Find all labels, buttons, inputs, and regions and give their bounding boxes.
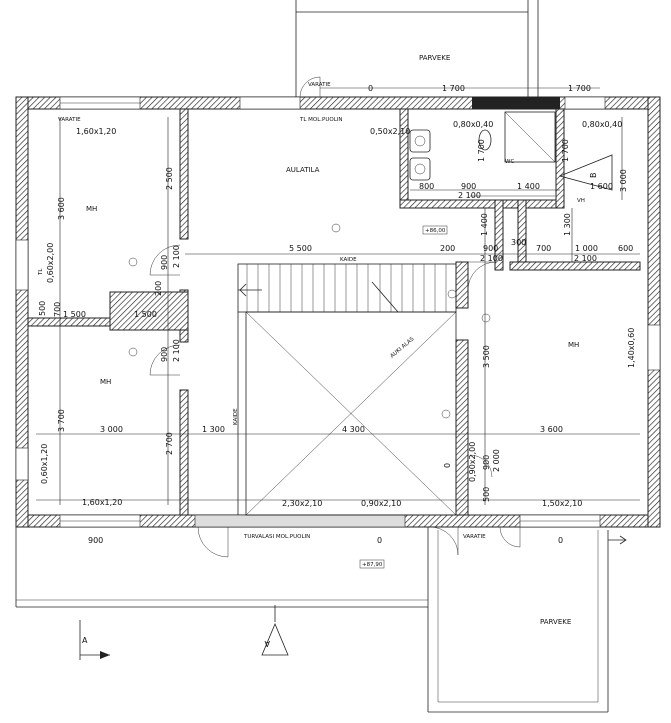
dim-1000: 1 000 bbox=[575, 244, 598, 253]
section-a-right: A bbox=[264, 639, 270, 648]
dim-2500: 2 500 bbox=[165, 167, 174, 190]
dim-2100-d: 2 100 bbox=[458, 191, 481, 200]
dim-4300: 4 300 bbox=[342, 425, 365, 434]
window-w3: 0,80x0,40 bbox=[453, 120, 493, 129]
balcony-bottom-label: PARVEKE bbox=[540, 618, 571, 626]
note-vh: VH bbox=[577, 198, 585, 204]
section-a-left: A bbox=[82, 636, 88, 645]
level-upper: +86,00 bbox=[425, 228, 446, 234]
window-w7: 0,60x1,20 bbox=[40, 444, 49, 484]
dim-top-1700a: 1 700 bbox=[442, 84, 465, 93]
dim-900-d: 900 bbox=[160, 347, 169, 362]
notes: VARATIE TL MOL.PUOLIN TURVALASI MOL.PUOL… bbox=[38, 117, 486, 540]
dim-900-a: 900 bbox=[160, 255, 169, 270]
window-w1: 1,60x1,20 bbox=[76, 127, 116, 136]
dim-3600-b: 3 600 bbox=[540, 425, 563, 434]
dim-700-a: 700 bbox=[536, 244, 551, 253]
dim-1500-b: 1 500 bbox=[134, 310, 157, 319]
dim-1400-b: 1 400 bbox=[480, 213, 489, 236]
window-w2: 0,50x2,10 bbox=[370, 127, 410, 136]
dim-200-a: 200 bbox=[440, 244, 455, 253]
room-mh-bottom-left: MH bbox=[100, 378, 111, 386]
dim-1300-r: 1 300 bbox=[563, 213, 572, 236]
dim-300: 300 bbox=[511, 238, 526, 247]
bottom-balcony: PARVEKE bbox=[15, 527, 627, 713]
window-w12: 0,90x2,00 bbox=[468, 442, 477, 482]
note-auki-alas: AUKI ALAS bbox=[389, 336, 415, 360]
balcony-top-label: PARVEKE bbox=[419, 54, 450, 62]
window-w4: 0,80x0,40 bbox=[582, 120, 622, 129]
dim-3000: 3 000 bbox=[100, 425, 123, 434]
window-w8: 1,60x1,20 bbox=[82, 498, 122, 507]
dim-top-0: 0 bbox=[368, 84, 373, 93]
dim-900-b: 900 bbox=[483, 244, 498, 253]
dim-bot-0a: 0 bbox=[377, 536, 382, 545]
section-b-label: B bbox=[589, 173, 598, 179]
note-wc: WC bbox=[505, 159, 514, 165]
stairs bbox=[237, 263, 457, 313]
room-labels: MH MH MH AULATILA bbox=[86, 166, 579, 386]
note-turvalasi: TURVALASI MOL.PUOLIN bbox=[243, 534, 310, 540]
room-aulatila: AULATILA bbox=[286, 166, 320, 174]
window-w9: 2,30x2,10 bbox=[282, 499, 322, 508]
window-w11: 1,50x2,10 bbox=[542, 499, 582, 508]
level-markers: +86,00 +87,90 bbox=[359, 225, 448, 569]
window-w6: 1,40x0,60 bbox=[627, 328, 636, 368]
dim-top-1700b: 1 700 bbox=[568, 84, 591, 93]
note-varatie-bottom: VARATIE bbox=[463, 534, 486, 540]
symbols bbox=[128, 223, 491, 419]
note-varatie-top: VARATIE bbox=[308, 82, 331, 88]
window-w5: 0,60x2,00 bbox=[46, 243, 55, 283]
dim-200-b: 200 bbox=[154, 281, 163, 296]
dim-2000: 2 000 bbox=[492, 449, 501, 472]
dim-900-c: 900 bbox=[461, 182, 476, 191]
interior-walls bbox=[27, 108, 641, 516]
dim-500-a: 500 bbox=[482, 487, 491, 502]
window-w10: 0,90x2,10 bbox=[361, 499, 401, 508]
dim-1400-a: 1 400 bbox=[517, 182, 540, 191]
dim-500-b: 500 bbox=[38, 301, 47, 316]
bathroom-fixtures: WC VH B bbox=[409, 111, 613, 204]
dim-3500: 3 500 bbox=[482, 345, 491, 368]
dim-2100-c: 2 100 bbox=[574, 254, 597, 263]
dim-2700: 2 700 bbox=[165, 432, 174, 455]
level-lower: +87,90 bbox=[362, 562, 383, 568]
dim-1700-b: 1 700 bbox=[561, 139, 570, 162]
section-markers: A A bbox=[79, 605, 289, 660]
note-tl-mol-puolin: TL MOL.PUOLIN bbox=[299, 117, 343, 123]
room-mh-top-left: MH bbox=[86, 205, 97, 213]
dimension-texts: 3 600 2 500 900 2 100 5 500 200 900 2 10… bbox=[38, 139, 633, 545]
note-kaide-side: KAIDE bbox=[233, 408, 239, 425]
dim-0-mid: 0 bbox=[443, 463, 452, 468]
dim-bot-900: 900 bbox=[88, 536, 103, 545]
note-kaide-top: KAIDE bbox=[340, 257, 357, 263]
note-tl: TL bbox=[38, 268, 44, 276]
door-swings bbox=[149, 244, 521, 558]
dim-3600: 3 600 bbox=[57, 197, 66, 220]
dim-1300: 1 300 bbox=[202, 425, 225, 434]
top-balcony: PARVEKE 0 1 700 1 700 VARATIE bbox=[295, 0, 600, 98]
dim-3700: 3 700 bbox=[57, 409, 66, 432]
window-labels: 1,60x1,20 0,50x2,10 0,80x0,40 0,80x0,40 … bbox=[40, 120, 636, 508]
dim-1700-a: 1 700 bbox=[477, 139, 486, 162]
dim-800: 800 bbox=[419, 182, 434, 191]
dimension-lines bbox=[36, 117, 640, 505]
dim-2100-b: 2 100 bbox=[480, 254, 503, 263]
dim-600: 600 bbox=[618, 244, 633, 253]
open-void: AUKI ALAS KAIDE KAIDE bbox=[233, 257, 457, 516]
dim-3000-r: 3 000 bbox=[619, 169, 628, 192]
dim-900-e: 900 bbox=[482, 455, 491, 470]
dim-1600: 1 600 bbox=[590, 182, 613, 191]
dim-1500-a: 1 500 bbox=[63, 310, 86, 319]
outer-walls bbox=[15, 96, 661, 528]
dim-2100-a: 2 100 bbox=[172, 245, 181, 268]
dim-2100-e: 2 100 bbox=[172, 339, 181, 362]
dim-5500: 5 500 bbox=[289, 244, 312, 253]
dim-700-b: 700 bbox=[53, 302, 62, 317]
dim-bot-0b: 0 bbox=[558, 536, 563, 545]
note-varatie-left: VARATIE bbox=[58, 117, 81, 123]
room-mh-right: MH bbox=[568, 341, 579, 349]
